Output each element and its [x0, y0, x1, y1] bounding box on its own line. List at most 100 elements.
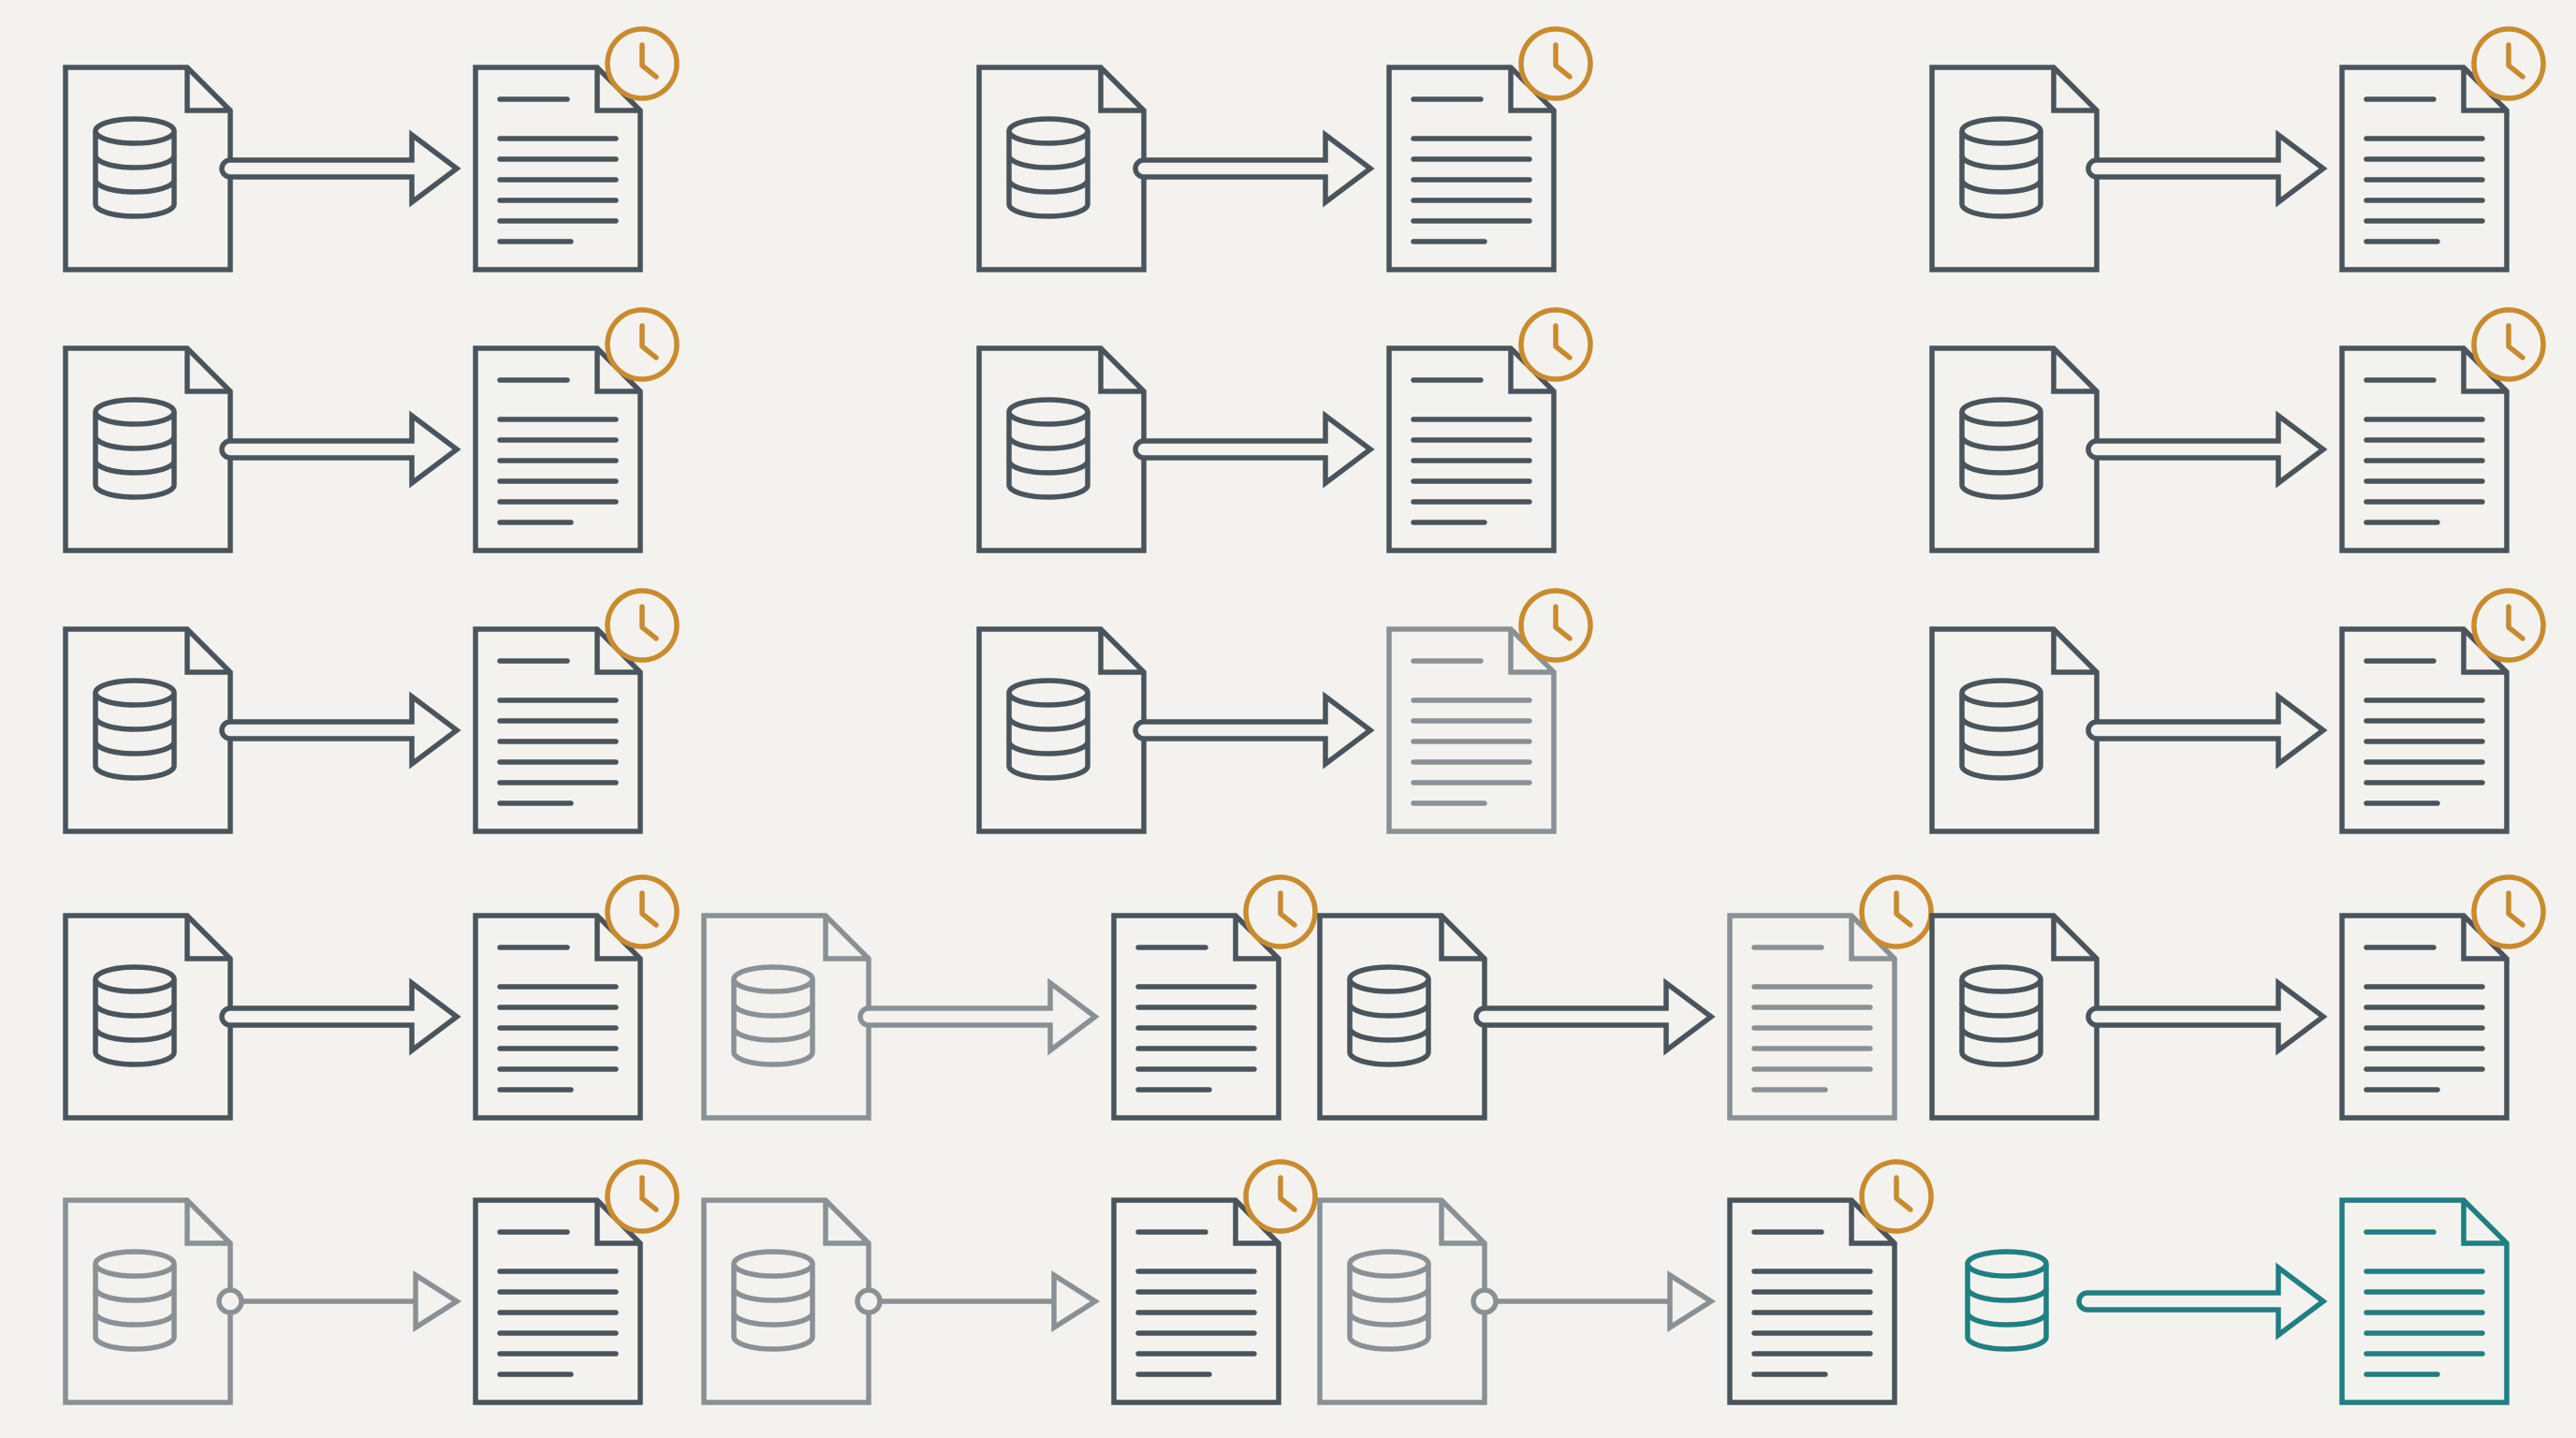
document-icon	[1111, 913, 1281, 1121]
arrow-icon	[2076, 1262, 2328, 1341]
database-layer	[93, 1288, 177, 1328]
document-page	[2339, 65, 2510, 272]
pipeline-unit-r5-i1	[63, 1159, 680, 1405]
document-icon	[473, 1197, 643, 1405]
arrow-icon	[219, 129, 461, 208]
document-page	[1727, 913, 1897, 1121]
database-layer	[1959, 436, 2043, 476]
source-file-page	[1929, 626, 2100, 834]
document-icon	[1386, 345, 1557, 553]
document-icon	[473, 913, 643, 1121]
connector-node	[1471, 1287, 1499, 1315]
clock-icon	[1518, 307, 1593, 382]
database-layer	[93, 1313, 177, 1352]
database-top-disk	[93, 116, 177, 146]
pipeline-unit-r4-i4	[1929, 874, 2546, 1121]
arrow-icon	[219, 691, 461, 770]
database-file-icon	[1965, 1249, 2049, 1352]
document-icon	[473, 345, 643, 553]
pipeline-unit-r5-i2	[701, 1159, 1318, 1405]
document-icon	[1386, 65, 1557, 272]
document-page	[1111, 913, 1281, 1121]
database-top-disk	[1959, 116, 2043, 146]
document-page	[1386, 626, 1557, 834]
document-icon	[2339, 626, 2510, 834]
document-icon	[473, 626, 643, 834]
database-file-icon	[701, 1197, 871, 1405]
connector-node	[216, 1287, 244, 1315]
pipeline-unit-r4-i3	[1317, 874, 1934, 1121]
database-icon	[1006, 678, 1090, 781]
document-icon	[1727, 913, 1897, 1121]
database-file-icon	[1317, 913, 1487, 1121]
source-file-page	[1317, 1197, 1487, 1405]
document-icon	[2339, 345, 2510, 553]
document-icon	[1727, 1197, 1897, 1405]
database-layer	[1006, 693, 1090, 732]
document-icon	[473, 65, 643, 272]
database-icon	[1006, 116, 1090, 219]
clock-icon	[2471, 874, 2546, 949]
database-layer	[1959, 461, 2043, 500]
database-layer	[93, 1004, 177, 1043]
database-file-icon	[701, 913, 871, 1121]
database-layer	[93, 155, 177, 195]
document-page	[2339, 913, 2510, 1121]
document-icon	[1386, 626, 1557, 834]
document-page	[1111, 1197, 1281, 1405]
database-icon	[1347, 1249, 1431, 1352]
arrow-head	[413, 1269, 462, 1333]
clock-hands	[2506, 604, 2525, 641]
source-file-page	[1929, 345, 2100, 553]
pipeline-unit-r1-i2	[976, 26, 1593, 272]
database-layer	[1347, 1288, 1431, 1328]
database-file-icon	[63, 345, 233, 553]
source-file-page	[701, 913, 871, 1121]
database-file-icon	[1929, 913, 2100, 1121]
database-layer	[1959, 741, 2043, 781]
clock-icon	[605, 26, 680, 101]
database-top-disk	[731, 964, 815, 994]
database-file-icon	[976, 65, 1147, 272]
document-page	[1386, 65, 1557, 272]
pipeline-unit-r3-i1	[63, 588, 680, 834]
arrow-icon	[2086, 410, 2328, 489]
database-icon	[1965, 1249, 2049, 1352]
database-top-disk	[93, 1249, 177, 1279]
arrow-icon	[1133, 129, 1375, 208]
source-file-page	[63, 65, 233, 272]
clock-icon	[605, 874, 680, 949]
database-icon	[731, 1249, 815, 1352]
arrow-icon	[855, 1269, 1101, 1333]
database-layer	[1959, 979, 2043, 1019]
clock-hands	[2506, 42, 2525, 80]
database-icon	[1959, 678, 2043, 781]
database-layer	[93, 131, 177, 170]
database-layer	[1006, 155, 1090, 195]
document-icon	[2339, 65, 2510, 272]
database-top-disk	[1959, 678, 2043, 708]
clock-icon	[2471, 588, 2546, 663]
database-layer	[1006, 180, 1090, 219]
pipeline-unit-r2-i2	[976, 307, 1593, 553]
arrow-icon	[1473, 977, 1716, 1056]
source-file-page	[63, 913, 233, 1121]
pipeline-unit-r2-i1	[63, 307, 680, 553]
arrow-icon	[857, 977, 1100, 1056]
document-icon	[2339, 1197, 2510, 1405]
pipeline-unit-r1-i3	[1929, 26, 2546, 272]
clock-hands	[639, 42, 659, 80]
database-file-icon	[63, 913, 233, 1121]
database-layer	[731, 979, 815, 1019]
database-icon	[1959, 116, 2043, 219]
database-layer	[1959, 1028, 2043, 1067]
clock-hands	[1894, 890, 1913, 928]
document-page	[2339, 1197, 2510, 1405]
database-layer	[1006, 412, 1090, 451]
database-top-disk	[1006, 678, 1090, 708]
source-file-page	[63, 345, 233, 553]
clock-icon	[1859, 874, 1934, 949]
clock-hands	[1894, 1175, 1913, 1212]
